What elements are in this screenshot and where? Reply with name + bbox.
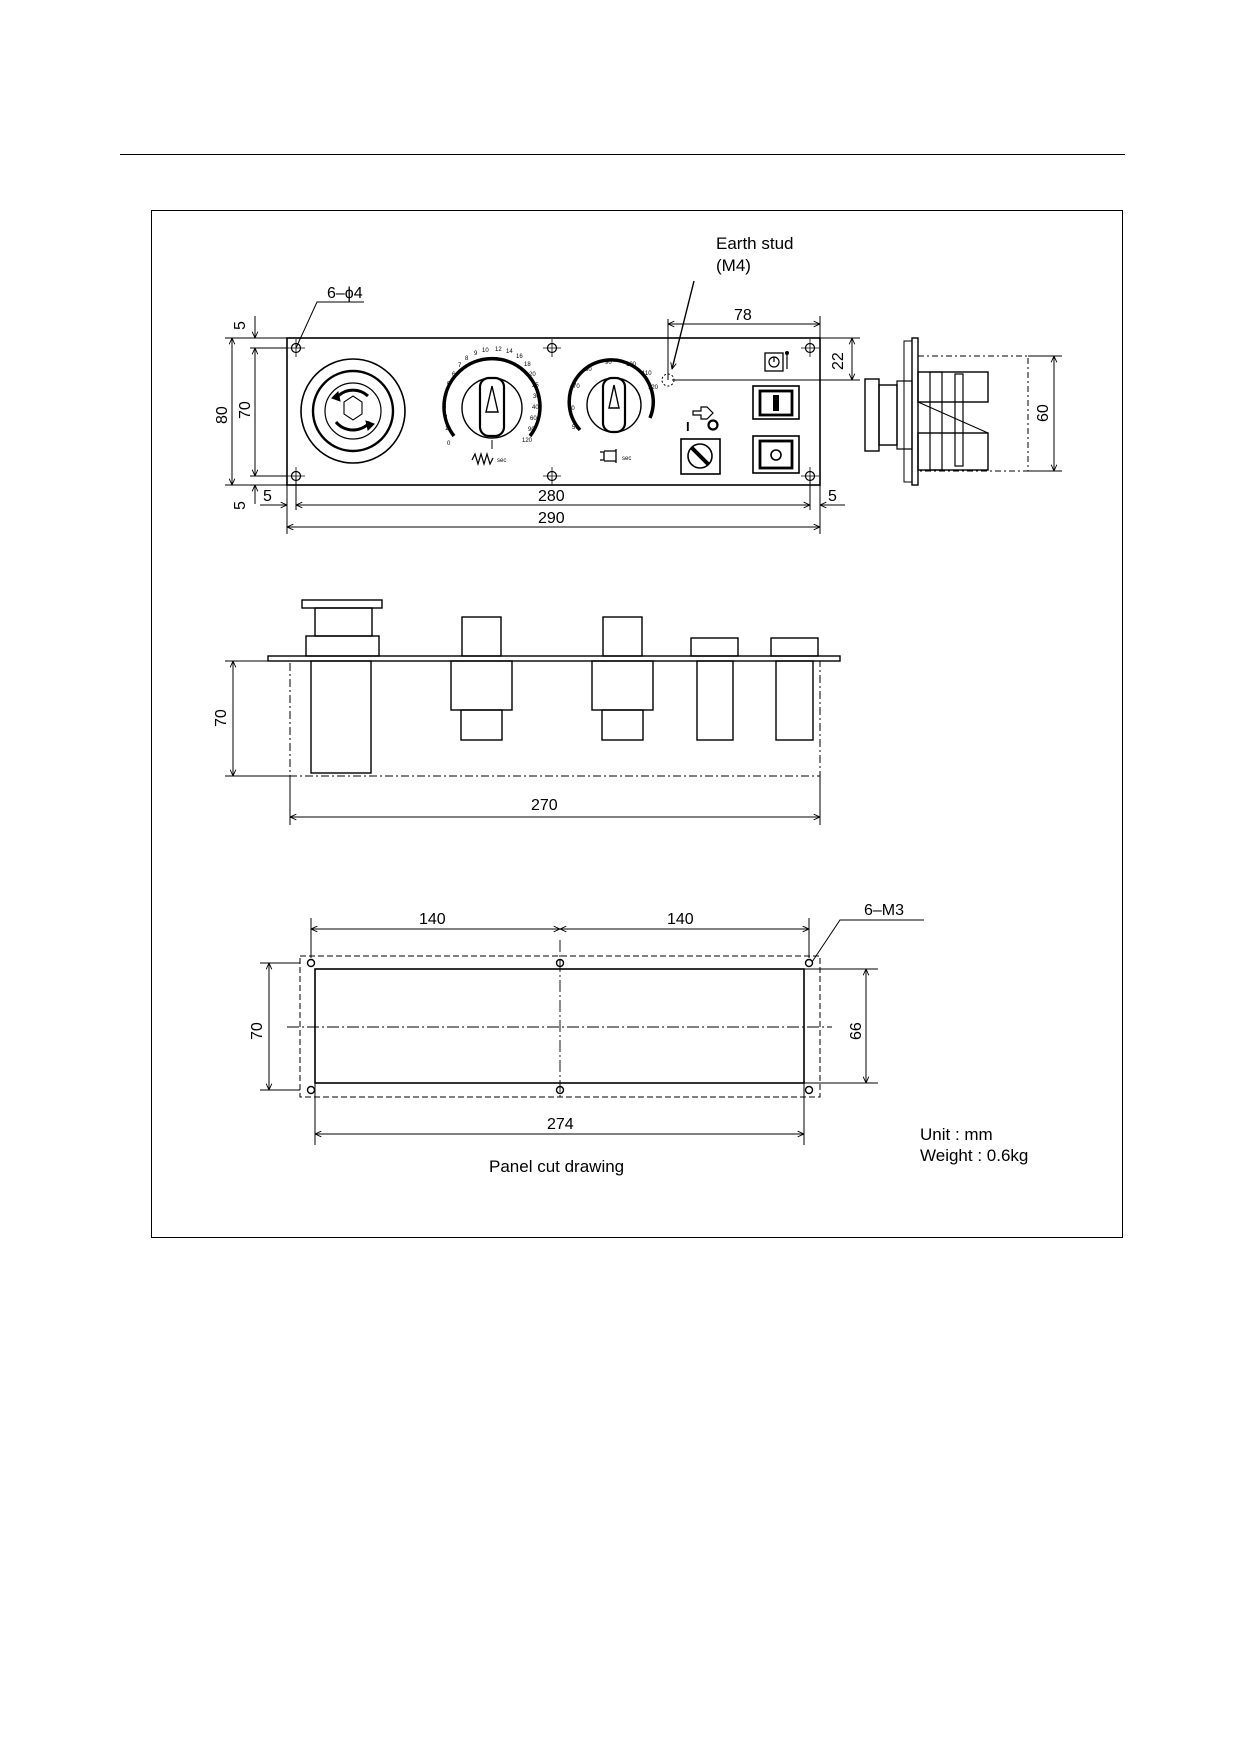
push-switch-icon bbox=[752, 435, 800, 474]
screw-hole-icon bbox=[306, 1085, 316, 1095]
dim-66: 66 bbox=[848, 1022, 865, 1040]
timer-knob-1-icon bbox=[442, 356, 542, 449]
svg-text:80: 80 bbox=[585, 367, 592, 373]
dim-5-right: 5 bbox=[828, 488, 837, 505]
svg-text:2: 2 bbox=[444, 415, 448, 421]
unit-note: Unit : mm bbox=[920, 1125, 993, 1144]
dim-5-top: 5 bbox=[232, 321, 249, 330]
dim-78: 78 bbox=[734, 307, 752, 324]
screw-hole-icon bbox=[555, 958, 565, 968]
front-dimensions bbox=[225, 301, 860, 534]
svg-text:16: 16 bbox=[516, 354, 523, 360]
knob1-unit: sec bbox=[497, 458, 506, 464]
screws-label: 6–M3 bbox=[864, 902, 904, 919]
screw-hole-icon bbox=[804, 958, 814, 968]
dim-80: 80 bbox=[214, 406, 231, 424]
drawing-frame bbox=[151, 210, 1123, 1238]
front-panel-outline bbox=[286, 337, 821, 486]
dim-290: 290 bbox=[538, 510, 565, 527]
svg-text:4: 4 bbox=[444, 393, 448, 399]
svg-text:10: 10 bbox=[482, 348, 489, 354]
dim-70-cut: 70 bbox=[249, 1022, 266, 1040]
svg-text:3: 3 bbox=[443, 404, 447, 410]
svg-text:60: 60 bbox=[530, 416, 537, 422]
key-selector-switch-icon: I bbox=[680, 406, 721, 475]
svg-text:120: 120 bbox=[648, 385, 659, 391]
svg-text:14: 14 bbox=[506, 349, 513, 355]
holes-label: 6–ϕ4 bbox=[327, 285, 363, 302]
dim-60: 60 bbox=[1035, 404, 1052, 422]
panel-cut-caption: Panel cut drawing bbox=[489, 1157, 624, 1176]
rocker-switch-icon bbox=[752, 385, 800, 420]
screw-hole-icon bbox=[555, 1085, 565, 1095]
dim-274: 274 bbox=[547, 1116, 574, 1133]
svg-text:120: 120 bbox=[522, 438, 533, 444]
dim-140-left: 140 bbox=[419, 911, 446, 928]
emergency-stop-icon bbox=[300, 358, 406, 464]
svg-text:110: 110 bbox=[642, 371, 652, 377]
timer-knob-2-icon bbox=[567, 358, 655, 434]
knob2-unit: sec bbox=[622, 456, 631, 462]
svg-text:I: I bbox=[686, 419, 690, 434]
side-view bbox=[864, 337, 1062, 486]
svg-text:100: 100 bbox=[626, 362, 637, 368]
svg-text:12: 12 bbox=[495, 347, 502, 353]
screw-hole-icon bbox=[306, 958, 316, 968]
power-indicator-icon bbox=[764, 351, 789, 372]
svg-text:90: 90 bbox=[528, 427, 535, 433]
mount-hole-icon bbox=[800, 338, 820, 358]
svg-text:50: 50 bbox=[572, 425, 579, 431]
header-rule bbox=[120, 154, 1125, 155]
dim-22: 22 bbox=[830, 352, 847, 370]
front-view: 0 1 2 3 4 5 6 7 8 9 10 12 14 16 18 20 25… bbox=[286, 280, 821, 486]
top-view bbox=[225, 599, 841, 825]
svg-text:20: 20 bbox=[529, 372, 536, 378]
screw-hole-icon bbox=[804, 1085, 814, 1095]
svg-text:8: 8 bbox=[465, 356, 469, 362]
svg-text:18: 18 bbox=[524, 362, 531, 368]
svg-text:60: 60 bbox=[568, 406, 575, 412]
dim-70-top: 70 bbox=[213, 709, 230, 727]
svg-text:7: 7 bbox=[458, 363, 462, 369]
dim-270: 270 bbox=[531, 797, 558, 814]
panel-cut-view bbox=[260, 918, 924, 1145]
resistor-symbol-icon bbox=[471, 451, 494, 467]
svg-text:70: 70 bbox=[573, 384, 580, 390]
svg-text:40: 40 bbox=[532, 405, 539, 411]
mount-hole-icon bbox=[542, 466, 562, 486]
earth-stud-label: Earth stud bbox=[716, 234, 794, 253]
dim-5-bottom: 5 bbox=[232, 501, 249, 510]
svg-text:6: 6 bbox=[452, 372, 456, 378]
svg-text:30: 30 bbox=[533, 394, 540, 400]
dim-70-front: 70 bbox=[237, 401, 254, 419]
svg-text:25: 25 bbox=[532, 383, 539, 389]
bulb-symbol-icon bbox=[600, 449, 617, 463]
mount-hole-icon bbox=[542, 338, 562, 358]
svg-text:90: 90 bbox=[605, 360, 612, 366]
dim-5-left: 5 bbox=[263, 488, 272, 505]
weight-note: Weight : 0.6kg bbox=[920, 1146, 1028, 1165]
svg-text:9: 9 bbox=[474, 351, 478, 357]
svg-text:5: 5 bbox=[447, 382, 451, 388]
dim-140-right: 140 bbox=[667, 911, 694, 928]
dim-280: 280 bbox=[538, 488, 565, 505]
svg-text:1: 1 bbox=[445, 426, 449, 432]
svg-text:0: 0 bbox=[447, 441, 451, 447]
earth-stud-size-label: (M4) bbox=[716, 256, 751, 275]
